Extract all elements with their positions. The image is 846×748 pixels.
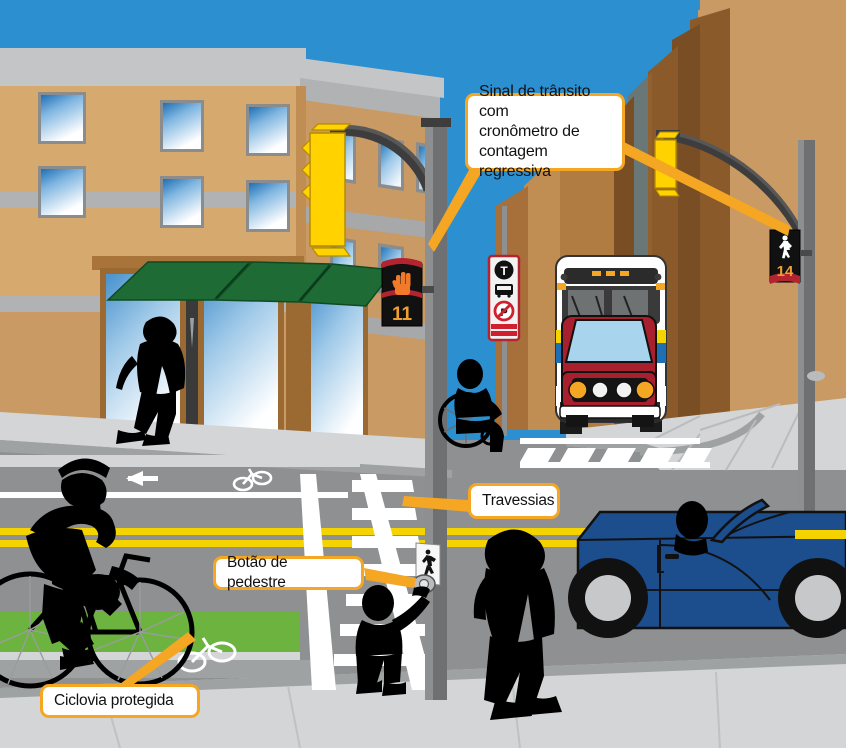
center-line-yellow-2 (0, 540, 600, 547)
hand-icon (392, 272, 411, 295)
callout-signal-line-3: contagem regressiva (479, 143, 551, 181)
street-sign-assembly: T P (487, 206, 521, 436)
wheelchair-user (438, 359, 504, 452)
bike-lane-bicycle-marking-2 (177, 637, 237, 673)
leader-crosswalk (402, 496, 470, 512)
leader-bike-lane (120, 632, 196, 684)
blue-convertible (568, 498, 846, 638)
crosswalk-right (520, 438, 712, 468)
walking-person-sign-icon (422, 549, 436, 575)
red-car (559, 315, 661, 427)
callout-crosswalks: Travessias (468, 483, 560, 519)
center-line-yellow-1 (0, 528, 600, 535)
wheelchair-occupant-silhouette (454, 359, 504, 452)
callout-signal-line-1: Sinal de trânsito com (479, 82, 591, 120)
cyclist (0, 458, 195, 689)
bike-lane-arrow-marking (126, 471, 158, 486)
callout-bike-lane-label: Ciclovia protegida (54, 692, 174, 710)
headlight-left-outer (568, 380, 588, 400)
countdown-left: 11 (392, 304, 413, 325)
svg-text:P: P (500, 307, 507, 319)
pedestrian-signal-right: 14 (769, 229, 812, 284)
leader-button (364, 568, 416, 588)
awnings (106, 261, 396, 307)
callout-crosswalks-label: Travessias (482, 492, 555, 510)
vehicle-signal-head-left (301, 123, 352, 257)
pedestrian-crossing-right (473, 529, 562, 720)
leader-signal-right (620, 140, 790, 236)
sidewalk-bottom (0, 654, 846, 748)
countdown-right: 14 (777, 263, 794, 280)
windshield (709, 498, 771, 544)
callout-pedestrian-button-label: Botão de pedestre (227, 554, 288, 591)
bike-lane-upper-buffer (0, 455, 360, 467)
pedestrian-sidewalk-left (116, 316, 186, 446)
traffic-signal-mast-right (656, 130, 825, 540)
lane-line-white (0, 492, 348, 498)
callout-signal-line-2: cronômetro de (479, 122, 580, 140)
leader-signal-left (428, 168, 484, 252)
pedestrian-signal-left: 11 (381, 258, 434, 327)
bus-icon (495, 284, 513, 298)
walking-person-icon (779, 235, 792, 259)
convertible-driver-silhouette (674, 501, 708, 556)
child-pressing-button (355, 585, 430, 696)
callout-traffic-signal: Sinal de trânsito com cronômetro de cont… (465, 83, 625, 180)
callout-bike-lane: Ciclovia protegida (40, 684, 200, 718)
leader-lines (120, 140, 790, 684)
callout-pedestrian-button: Botão de pedestre (213, 554, 364, 591)
headlight-right-outer (635, 380, 655, 400)
cyclist-silhouette (26, 458, 140, 668)
no-parking-icon: P (493, 300, 515, 322)
transit-sign-letter: T (500, 264, 508, 278)
bike-lane-bicycle-marking (232, 468, 273, 492)
left-building-windows (38, 92, 290, 232)
